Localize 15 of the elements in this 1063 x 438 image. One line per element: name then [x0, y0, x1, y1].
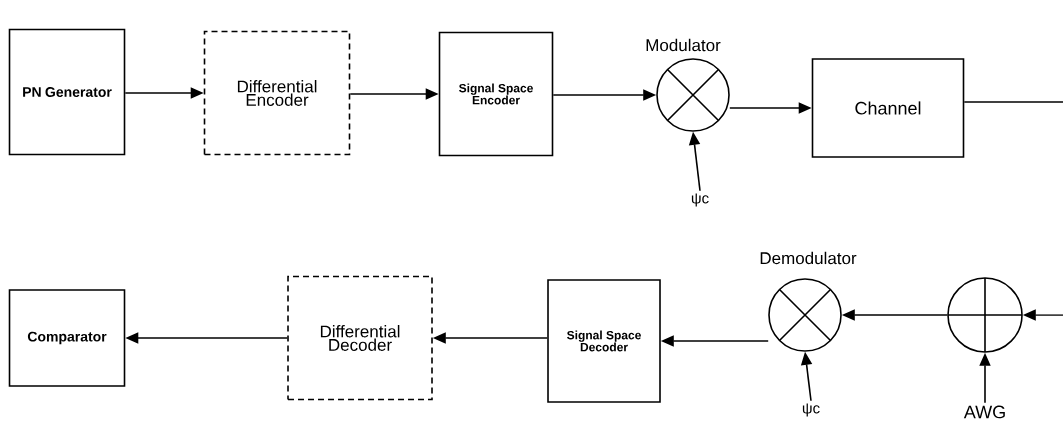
adder-circle [947, 277, 1023, 353]
mixer-circle [768, 278, 842, 352]
mixer-circle [656, 58, 730, 132]
block-box: PN Generator [8, 28, 126, 156]
block-box: Signal Space Encoder [438, 31, 554, 157]
block-box: Differential Decoder [287, 275, 433, 401]
signal-label: ψc [802, 403, 820, 417]
signal-label: ψc [691, 193, 709, 207]
block-box: Channel [811, 58, 965, 158]
block-box: Comparator [8, 289, 126, 387]
block-box: Signal Space Decoder [547, 279, 661, 403]
signal-label: AWG [963, 405, 1005, 419]
block-caption: Demodulator [760, 251, 857, 265]
block-caption: Modulator [646, 38, 721, 52]
block-box: Differential Encoder [203, 30, 351, 156]
